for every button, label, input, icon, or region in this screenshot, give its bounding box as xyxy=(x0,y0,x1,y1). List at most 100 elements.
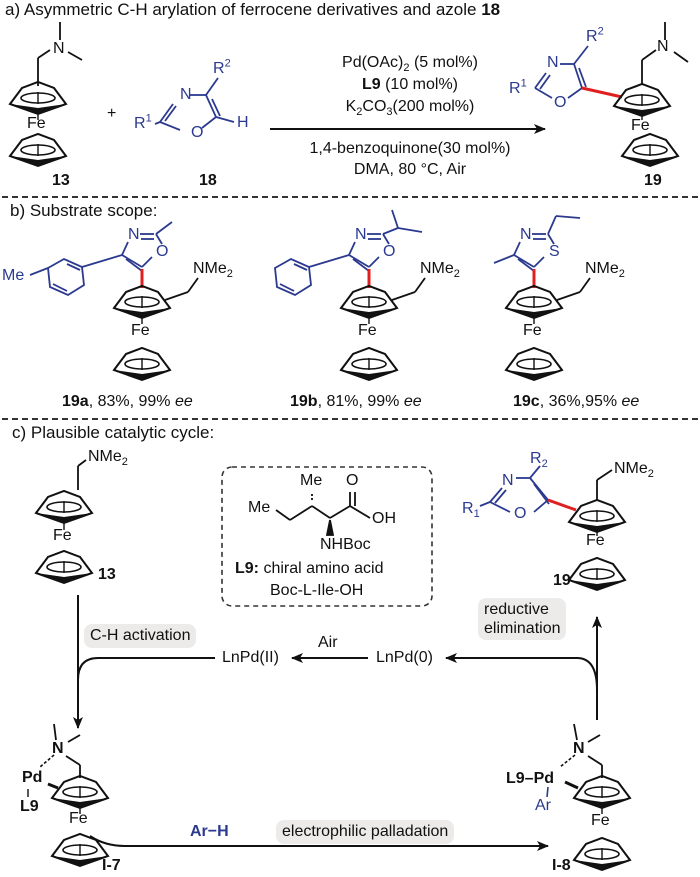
ligand-OH: OH xyxy=(372,510,396,527)
base-mid: CO xyxy=(362,98,387,115)
heading-compound: 18 xyxy=(481,0,501,19)
ligand-caption: L9: chiral amino acid xyxy=(235,560,384,578)
19c-Fe-label: Fe xyxy=(523,322,542,339)
condition-solvent: DMA, 80 °C, Air xyxy=(353,161,467,178)
ligand-id: L9: xyxy=(235,560,259,577)
compound-label-19: 19 xyxy=(644,172,662,189)
species-lnpd-ii: LnPd(II) xyxy=(222,649,279,666)
lig-post: (10 mol%) xyxy=(380,76,459,93)
r1-sub: 1 xyxy=(473,508,480,521)
cat-pre: Pd(OAc) xyxy=(342,54,404,71)
conditions-above: Pd(OAc)2 (5 mol%) L9 (10 mol%) K2CO3(200… xyxy=(300,54,520,119)
18-N-label: N xyxy=(180,86,192,103)
condition-base: K2CO3(200 mol%) xyxy=(300,98,520,119)
intermediate-I8-structure xyxy=(546,723,631,871)
yield-text: , 83%, 99% xyxy=(88,393,175,410)
19c-S-label: S xyxy=(549,243,560,260)
18-R1-label: R1 xyxy=(134,112,152,133)
azole-18 xyxy=(154,77,235,131)
ligand-L9-structure xyxy=(275,492,371,536)
19a-Fe-label: Fe xyxy=(131,322,150,339)
nme-sub: 2 xyxy=(647,468,654,481)
nme-sub: 2 xyxy=(226,268,233,281)
13-Fe-label: Fe xyxy=(27,115,46,132)
lig-bold: L9 xyxy=(361,76,381,93)
19-R2-label: R2 xyxy=(586,26,604,46)
nme-sub: 2 xyxy=(618,268,625,281)
18-O-label: O xyxy=(191,124,204,141)
condition-oxidant: 1,4-benzoquinone(30 mol%) xyxy=(309,140,511,157)
compound-label-13-cycle: 13 xyxy=(98,566,116,583)
compound-label-13: 13 xyxy=(52,172,70,189)
19a-Me-label: Me xyxy=(2,267,25,284)
ee-text: ee xyxy=(403,393,422,410)
section-a-heading: a) Asymmetric C-H arylation of ferrocene… xyxy=(5,0,500,19)
compound-id: 19b xyxy=(290,393,318,410)
compound-label-I8: I-8 xyxy=(552,857,571,874)
yield-text: , 36%,95% xyxy=(539,393,622,410)
compound-label-I7: I-7 xyxy=(102,857,121,874)
nme: NMe xyxy=(193,260,227,277)
19c-R2-cycle: R2 xyxy=(530,450,548,471)
ligand-Me-left: Me xyxy=(248,499,271,516)
compound-id: 19a xyxy=(62,393,89,410)
base-sub2: 3 xyxy=(386,106,393,119)
ligand-box-border xyxy=(221,466,433,607)
divider-a-b xyxy=(2,196,698,198)
nme: NMe xyxy=(585,260,619,277)
ligand-desc: chiral amino acid xyxy=(259,560,384,577)
I7-Pd-label: Pd xyxy=(22,769,43,786)
19b-N-label: N xyxy=(355,226,367,243)
cat-sub: 2 xyxy=(403,62,410,75)
19c-Fe-cycle: Fe xyxy=(586,532,605,549)
19c-R1-cycle: R1 xyxy=(462,500,480,521)
I7-Fe-label: Fe xyxy=(69,810,88,827)
product-19-cycle xyxy=(479,465,626,591)
ligand-Me-top: Me xyxy=(300,472,323,489)
compound-label-18: 18 xyxy=(199,172,217,189)
divider-b-c xyxy=(2,418,698,420)
nme-sub: 2 xyxy=(453,268,460,281)
19c-N-label: N xyxy=(520,226,532,243)
19-N-amine-label: N xyxy=(657,38,669,55)
19c-NMe2-cycle: NMe2 xyxy=(614,460,654,481)
19-Fe-label: Fe xyxy=(631,117,650,134)
base-sub: 2 xyxy=(356,106,363,119)
19b-O-label: O xyxy=(383,243,396,260)
13-cycle-Fe-label: Fe xyxy=(53,527,72,544)
cat-post: (5 mol%) xyxy=(409,54,478,71)
19a-N-label: N xyxy=(128,226,140,243)
19c-O-cycle: O xyxy=(514,505,527,522)
compound-19c-structure xyxy=(493,215,591,381)
product-19-a xyxy=(534,22,689,167)
ee-text: ee xyxy=(174,393,193,410)
base-post: (200 mol%) xyxy=(392,98,475,115)
nme: NMe xyxy=(614,460,648,477)
ligand-NHBoc: NHBoc xyxy=(320,536,371,553)
section-c-heading: c) Plausible catalytic cycle: xyxy=(12,423,215,442)
I7-L9-label: L9 xyxy=(20,798,39,815)
condition-catalyst: Pd(OAc)2 (5 mol%) xyxy=(300,54,520,75)
step-ch-activation: C-H activation xyxy=(84,624,197,648)
r2-sub: 2 xyxy=(541,458,548,471)
19b-Fe-label: Fe xyxy=(358,322,377,339)
r1-sup: 1 xyxy=(145,112,152,125)
section-b-heading: b) Substrate scope: xyxy=(10,201,158,220)
elimination-text: elimination xyxy=(484,620,561,637)
conditions-below: 1,4-benzoquinone(30 mol%) DMA, 80 °C, Ai… xyxy=(290,140,530,179)
18-R2-label: R2 xyxy=(213,57,231,78)
heading-text: a) Asymmetric C-H arylation of ferrocene… xyxy=(5,0,482,19)
r1: R xyxy=(462,500,474,517)
13-N-label: N xyxy=(53,40,65,57)
I8-L9Pd-label: L9–Pd xyxy=(506,770,555,787)
p-r1-sup: 1 xyxy=(520,77,527,90)
intermediate-I7-structure xyxy=(27,723,109,867)
yield-text: , 81%, 99% xyxy=(317,393,404,410)
r1: R xyxy=(134,115,146,132)
I8-Ar-label: Ar xyxy=(535,797,551,814)
reductive-text: reductive xyxy=(484,601,549,618)
r2-sup: 2 xyxy=(224,57,231,70)
base-pre: K xyxy=(345,98,357,115)
reagent-ar-h: Ar−H xyxy=(190,823,229,840)
compound-19b-structure xyxy=(274,209,426,381)
